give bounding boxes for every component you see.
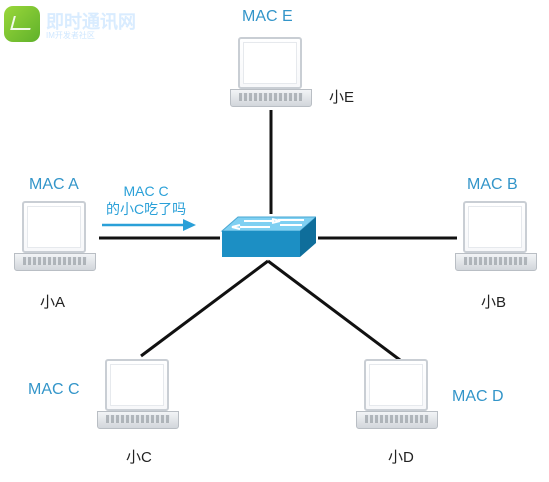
message-line-1: MAC C (123, 183, 169, 199)
switch-icon (220, 216, 318, 257)
host-label-a: 小A (40, 294, 66, 311)
laptop-screen (238, 37, 302, 89)
host-label-b: 小B (481, 294, 507, 311)
laptop-b (455, 201, 537, 275)
laptop-screen (22, 201, 86, 253)
mac-label-b: MAC B (467, 176, 518, 193)
logo-title: 即时通讯网 (46, 12, 136, 32)
message-bubble: MAC C 的小C吃了吗 (106, 182, 186, 218)
laptop-base (356, 411, 438, 429)
laptop-e (230, 37, 312, 111)
host-label-c: 小C (126, 449, 152, 466)
laptop-c (97, 359, 179, 433)
laptop-screen (105, 359, 169, 411)
mac-label-a: MAC A (29, 176, 79, 193)
laptop-screen (463, 201, 527, 253)
mac-label-d: MAC D (452, 388, 504, 405)
logo-icon (4, 6, 40, 42)
message-line-2: 的小C吃了吗 (106, 201, 187, 217)
link-switch-d (267, 259, 401, 362)
laptop-a (14, 201, 96, 275)
laptop-base (455, 253, 537, 271)
mac-label-e: MAC E (242, 8, 293, 25)
laptop-base (97, 411, 179, 429)
laptop-screen (364, 359, 428, 411)
link-switch-c (140, 259, 269, 358)
mac-label-c: MAC C (28, 381, 80, 398)
host-label-d: 小D (388, 449, 414, 466)
laptop-base (230, 89, 312, 107)
network-switch (220, 209, 318, 267)
logo-subtitle: IM开发者社区 (46, 31, 95, 40)
laptop-d (356, 359, 438, 433)
host-label-e: 小E (329, 89, 355, 106)
laptop-base (14, 253, 96, 271)
message-arrow-head (183, 219, 196, 231)
site-logo: 即时通讯网 IM开发者社区 (4, 6, 154, 48)
